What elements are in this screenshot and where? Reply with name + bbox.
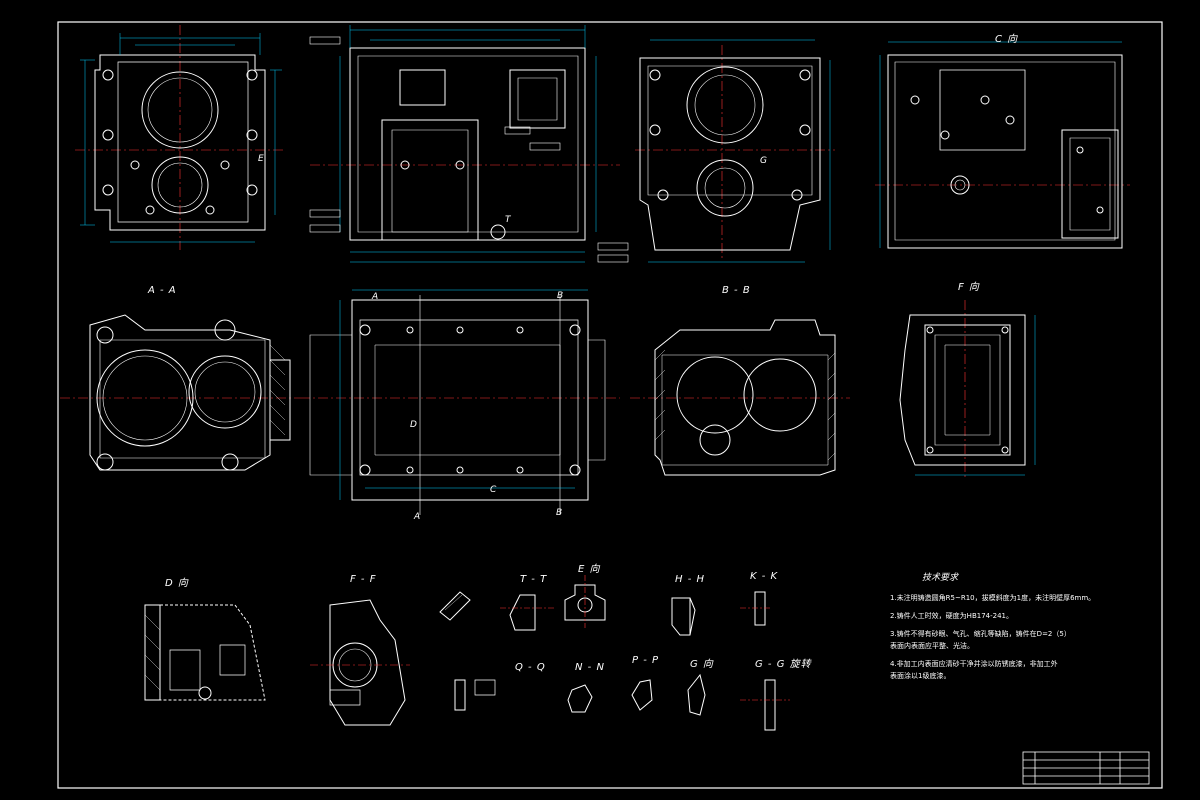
g-view-label: G 向 [690,659,714,670]
ff-detail [310,599,410,726]
technical-requirement-item: 4.非加工内表面应清砂干净并涂以防锈底漆，非加工外 [890,660,1058,668]
marker-a-top: A [372,292,380,302]
section-kk-label: K - K [750,571,779,582]
technical-requirements-title: 技术要求 [921,573,958,583]
sheet-border [57,21,1163,789]
section-nn-label: N - N [575,662,605,673]
technical-requirement-item: 表面涂以1级底漆。 [890,672,951,680]
section-hh-label: H - H [675,574,706,585]
gg-detail [740,679,790,731]
g-view-detail [687,673,706,716]
d-view-detail [144,604,266,701]
d-view-label: D 向 [165,578,189,589]
marker-b-top: B [557,291,565,301]
section-qq-label: Q - Q [515,662,546,673]
section-ff-label: F - F [350,574,377,585]
e-view-label: E 向 [578,564,601,575]
title-block [1022,751,1150,785]
technical-requirement-item: 表面内表面应平整、光洁。 [890,642,974,650]
marker-g: G [760,156,768,166]
end-view [635,39,835,263]
qq-detail [454,679,496,711]
side-view [309,25,629,263]
f-view-drawing [899,300,1036,480]
section-gg-label: G - G 旋转 [755,659,812,670]
c-view-drawing [875,41,1130,249]
plan-section [300,289,620,515]
section-bb-label: B - B [722,285,751,296]
technical-requirements: 技术要求 1.未注明铸造圆角R5~R10，拔模斜度为1度，未注明壁厚6mm。 2… [890,572,1150,682]
nn-detail [567,684,593,713]
marker-e: E [258,154,265,164]
small-rib-detail [439,591,471,621]
technical-requirement-item: 1.未注明铸造圆角R5~R10，拔模斜度为1度，未注明壁厚6mm。 [890,594,1096,602]
front-view [75,25,285,250]
section-aa-label: A - A [148,285,177,296]
pp-detail [631,679,653,711]
marker-a-bottom: A [414,512,422,522]
marker-b-bottom: B [556,508,564,518]
technical-requirement-item: 2.铸件人工时效，硬度为HB174-241。 [890,612,1013,620]
marker-c: C [490,485,498,495]
section-aa-drawing [60,314,300,471]
f-view-label: F 向 [958,282,980,293]
hh-detail [671,597,696,636]
marker-d: D [410,420,418,430]
section-tt-label: T - T [520,574,548,585]
e-view-detail [564,575,606,628]
section-bb-drawing [630,319,850,476]
c-view-label: C 向 [995,34,1019,45]
kk-detail [740,591,770,626]
section-pp-label: P - P [632,655,660,666]
marker-t: T [505,215,512,225]
technical-requirement-item: 3.铸件不得有砂眼、气孔、缩孔等缺陷，铸件在D=2（5） [890,630,1071,638]
tt-detail [500,594,555,631]
